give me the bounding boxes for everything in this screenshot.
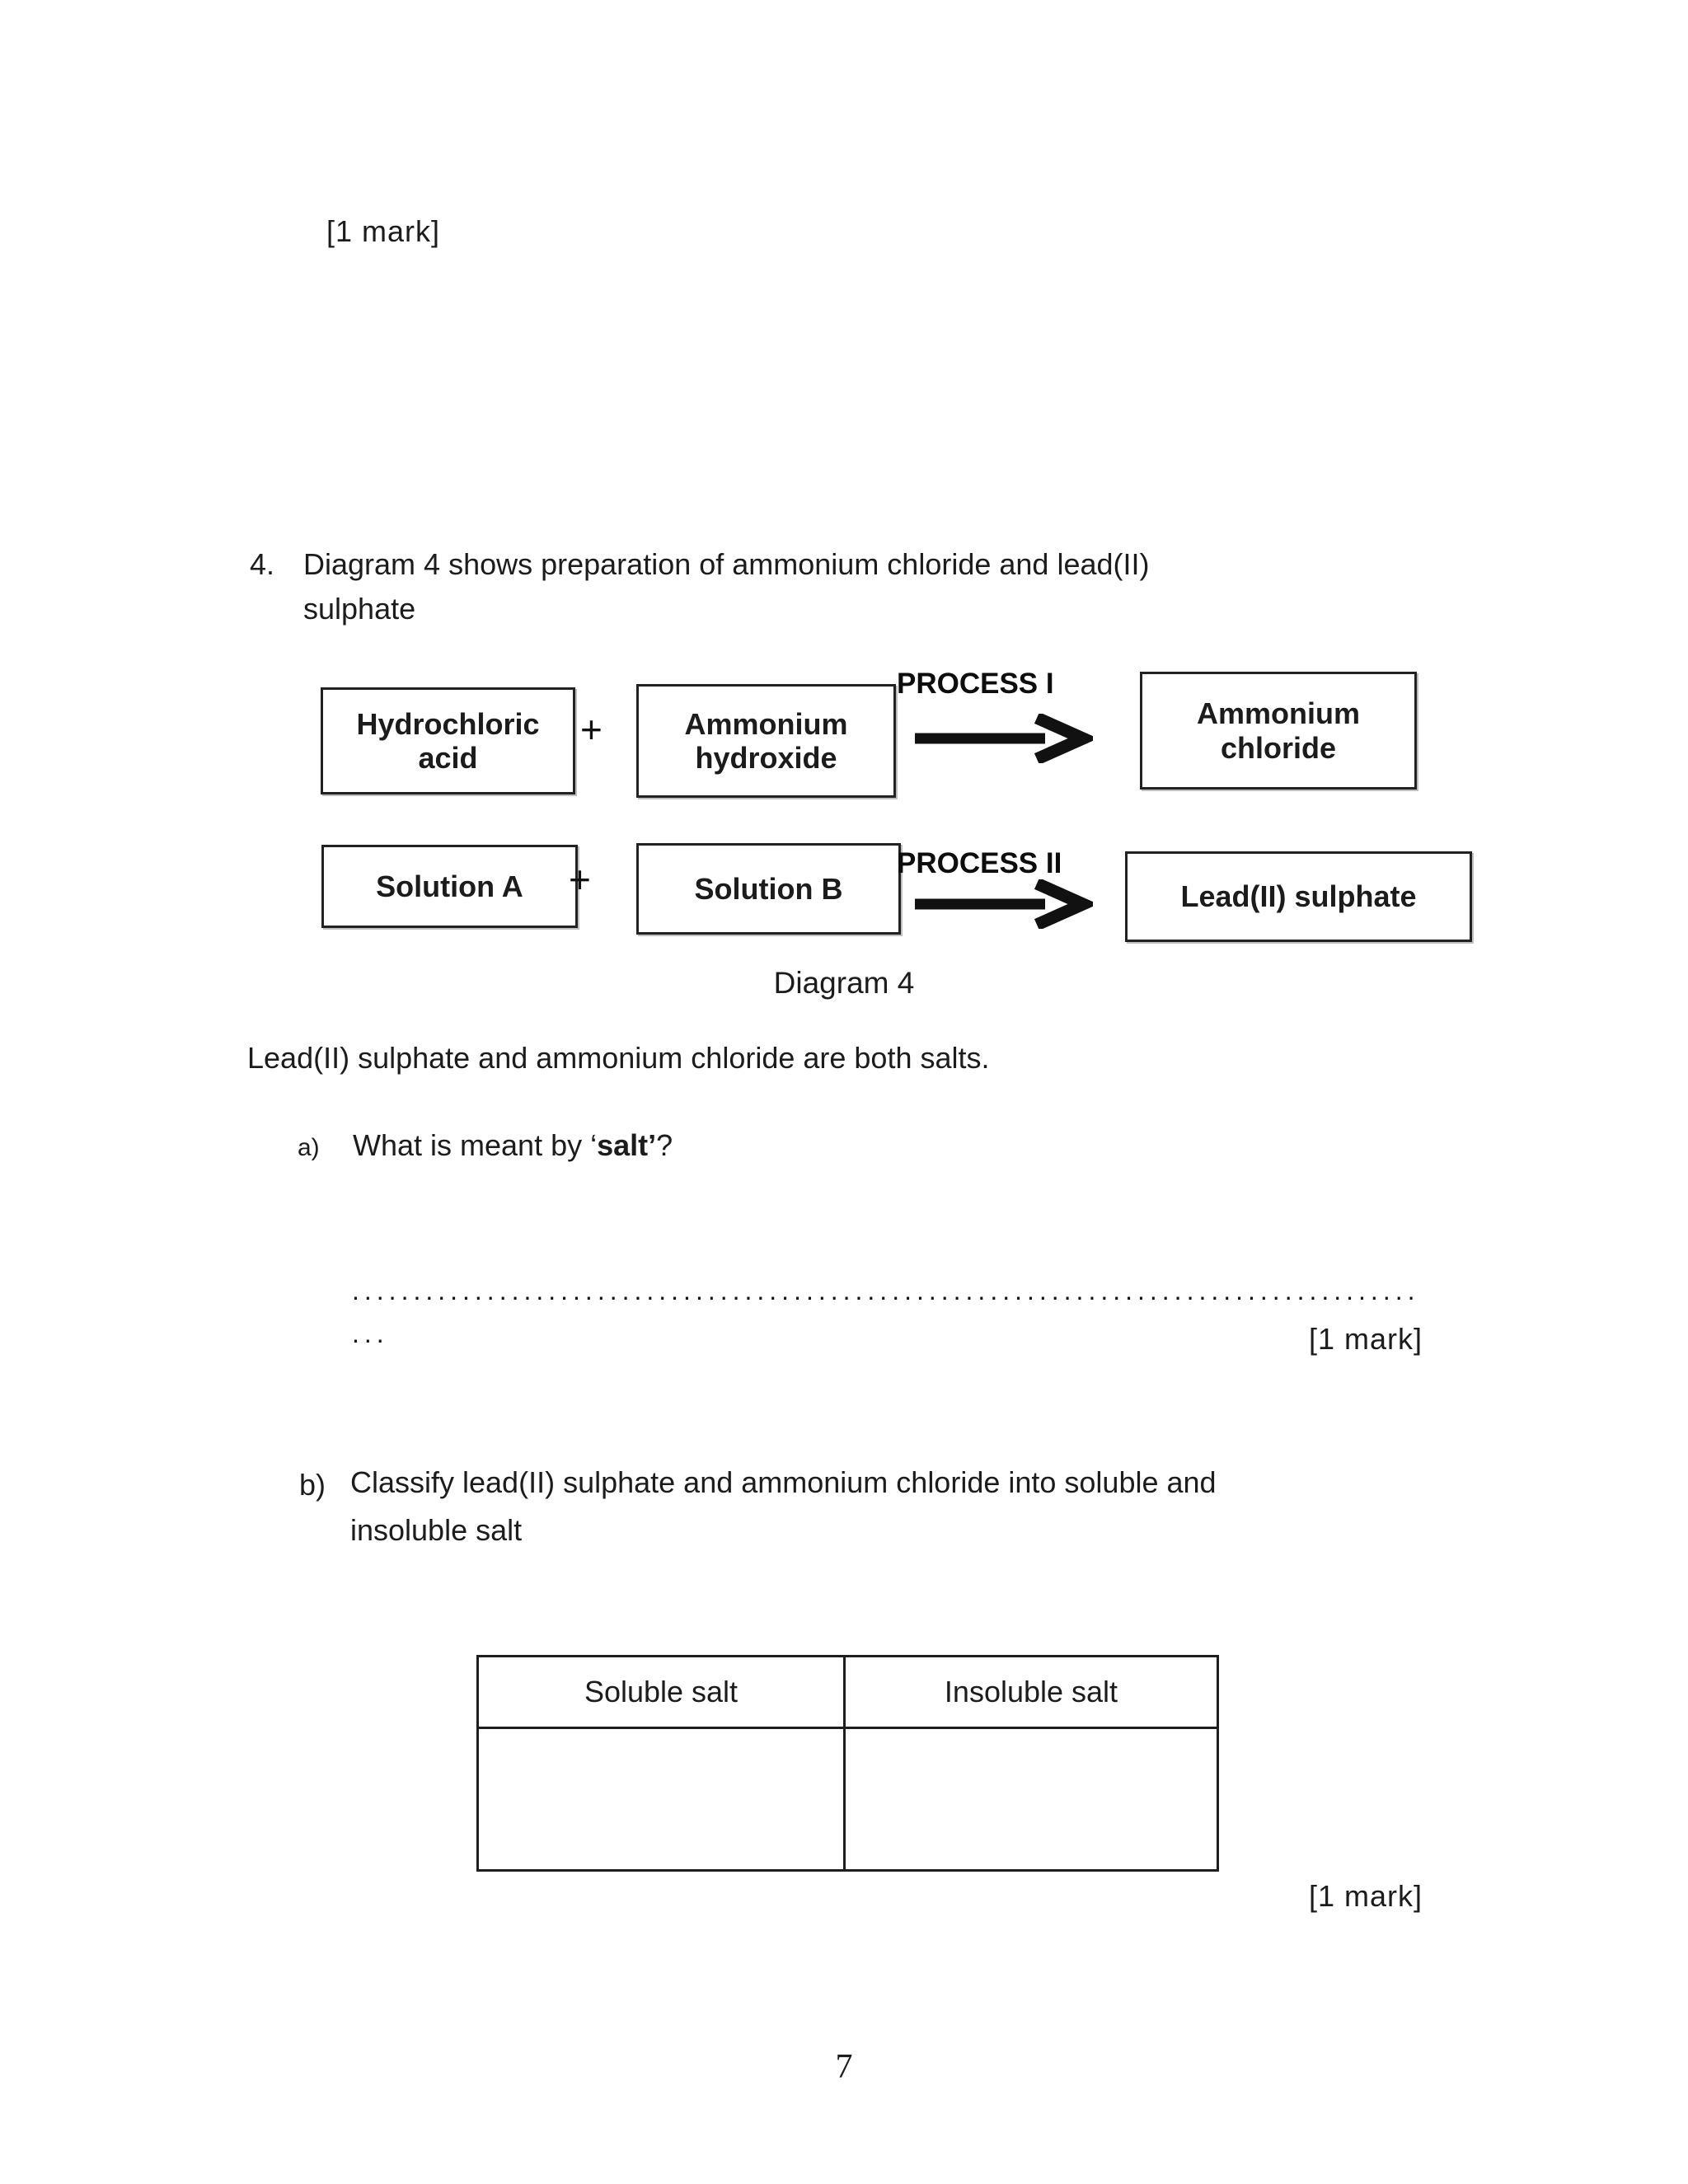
process-2-label: PROCESS II xyxy=(897,847,1062,879)
table-answer-row xyxy=(476,1727,1219,1872)
soluble-salt-answer-cell xyxy=(476,1727,846,1872)
plus-sign-row2: + xyxy=(569,858,591,901)
part-a-question-suffix: ? xyxy=(656,1128,673,1162)
question-number: 4. xyxy=(250,547,275,581)
part-a-label: a) xyxy=(298,1134,320,1161)
part-a-mark: [1 mark] xyxy=(1309,1322,1423,1356)
table-header-row: Soluble salt Insoluble salt xyxy=(476,1655,1219,1729)
box-lead-sulphate: Lead(II) sulphate xyxy=(1125,851,1472,942)
box-ammonium-hydroxide: Ammonium hydroxide xyxy=(636,684,896,798)
part-b-label: b) xyxy=(299,1468,326,1502)
process-1-label: PROCESS I xyxy=(897,668,1054,700)
box-solution-b: Solution B xyxy=(636,843,901,935)
statement-text: Lead(II) sulphate and ammonium chloride … xyxy=(247,1041,990,1075)
box-solution-a: Solution A xyxy=(321,845,578,928)
part-a-question-term: salt’ xyxy=(597,1128,657,1162)
plus-sign-row1: + xyxy=(580,708,603,751)
classification-table: Soluble salt Insoluble salt xyxy=(476,1655,1219,1872)
part-b-text-line2: insoluble salt xyxy=(350,1513,523,1547)
soluble-salt-header: Soluble salt xyxy=(476,1655,846,1729)
box-ammonium-chloride: Ammonium chloride xyxy=(1140,672,1417,790)
question-text-line1: Diagram 4 shows preparation of ammonium … xyxy=(303,547,1150,581)
page-number: 7 xyxy=(835,2048,853,2086)
part-a-question-prefix: What is meant by ‘ xyxy=(353,1128,598,1162)
question-text-line2: sulphate xyxy=(303,592,416,626)
diagram-caption: Diagram 4 xyxy=(773,966,915,1000)
arrow-process-2 xyxy=(915,879,1093,929)
insoluble-salt-header: Insoluble salt xyxy=(843,1655,1219,1729)
answer-dotted-line: ........................................… xyxy=(352,1276,1417,1305)
arrow-process-1 xyxy=(915,714,1093,763)
insoluble-salt-answer-cell xyxy=(843,1727,1219,1872)
answer-dotted-line-tail: ... xyxy=(352,1319,389,1348)
part-a-question: What is meant by ‘salt’? xyxy=(353,1126,673,1166)
box-hydrochloric-acid: Hydrochloric acid xyxy=(321,687,575,794)
previous-question-mark: [1 mark] xyxy=(326,214,441,248)
part-b-mark: [1 mark] xyxy=(1309,1879,1423,1913)
part-b-text-line1: Classify lead(II) sulphate and ammonium … xyxy=(350,1465,1217,1499)
